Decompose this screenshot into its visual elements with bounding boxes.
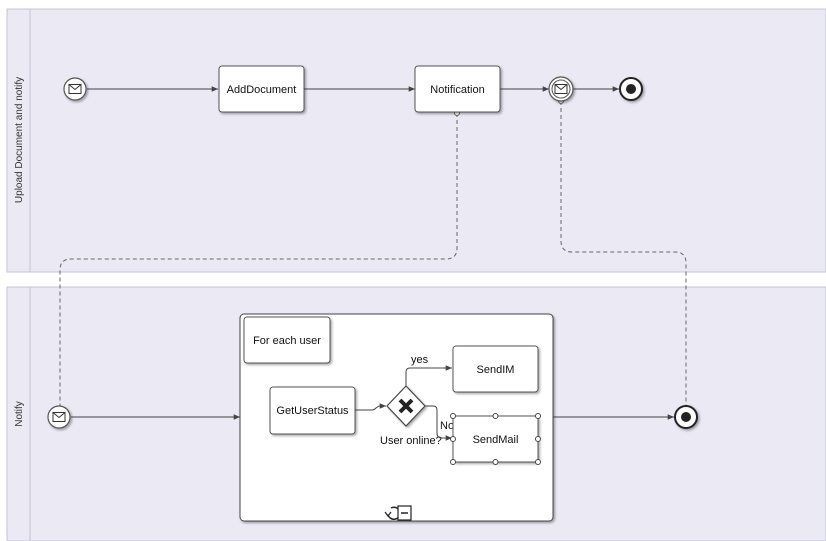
end-event-bottom[interactable] bbox=[674, 405, 698, 429]
end-event-top[interactable] bbox=[619, 77, 643, 101]
intermediate-message-event[interactable] bbox=[548, 76, 574, 102]
task-notification[interactable]: Notification bbox=[414, 65, 501, 113]
message-flow-intermediate-to-notify-end[interactable] bbox=[560, 101, 687, 405]
envelope-icon bbox=[68, 84, 82, 94]
lane-label-upload: Upload Document and notify bbox=[14, 77, 25, 203]
task-notification-label: Notification bbox=[430, 84, 484, 96]
exclusive-gateway-x-icon bbox=[398, 398, 414, 414]
task-sendim[interactable]: SendIM bbox=[452, 345, 539, 393]
message-flow-notification-to-notify-start[interactable] bbox=[59, 113, 458, 408]
envelope-icon bbox=[554, 84, 568, 94]
task-for-each-user[interactable]: For each user bbox=[243, 316, 331, 364]
start-message-event-top[interactable] bbox=[63, 77, 87, 101]
sequence-flow-gateway-to-sendmail[interactable] bbox=[425, 405, 452, 441]
task-sendim-label: SendIM bbox=[477, 364, 515, 376]
start-message-event-bottom[interactable] bbox=[47, 405, 71, 429]
flow-label-yes: yes bbox=[411, 354, 429, 366]
lane-label-notify: Notify bbox=[14, 401, 25, 427]
task-sendmail-label: SendMail bbox=[473, 434, 519, 446]
task-getuserstatus-label: GetUserStatus bbox=[276, 405, 349, 417]
envelope-icon bbox=[52, 412, 66, 422]
task-sendmail[interactable]: SendMail bbox=[450, 413, 541, 465]
subprocess-loop-container[interactable]: For each user GetUserStatus User online?… bbox=[239, 313, 554, 522]
end-event-icon bbox=[681, 412, 691, 422]
task-adddocument[interactable]: AddDocument bbox=[218, 65, 305, 113]
sequence-flow-getuserstatus-to-gateway[interactable] bbox=[355, 403, 386, 411]
collapse-minus-icon[interactable] bbox=[397, 505, 412, 521]
task-adddocument-label: AddDocument bbox=[227, 84, 297, 96]
task-for-each-user-label: For each user bbox=[253, 335, 321, 347]
task-getuserstatus[interactable]: GetUserStatus bbox=[269, 386, 356, 435]
gateway-label: User online? bbox=[380, 435, 442, 447]
lane-upload-document-and-notify[interactable]: Upload Document and notify bbox=[6, 8, 826, 273]
exclusive-gateway-user-online[interactable] bbox=[386, 385, 426, 427]
flow-label-no: No bbox=[440, 420, 454, 432]
end-event-icon bbox=[626, 84, 636, 94]
selection-handles[interactable] bbox=[450, 413, 541, 465]
sequence-flow-gateway-to-sendim[interactable] bbox=[405, 365, 452, 386]
